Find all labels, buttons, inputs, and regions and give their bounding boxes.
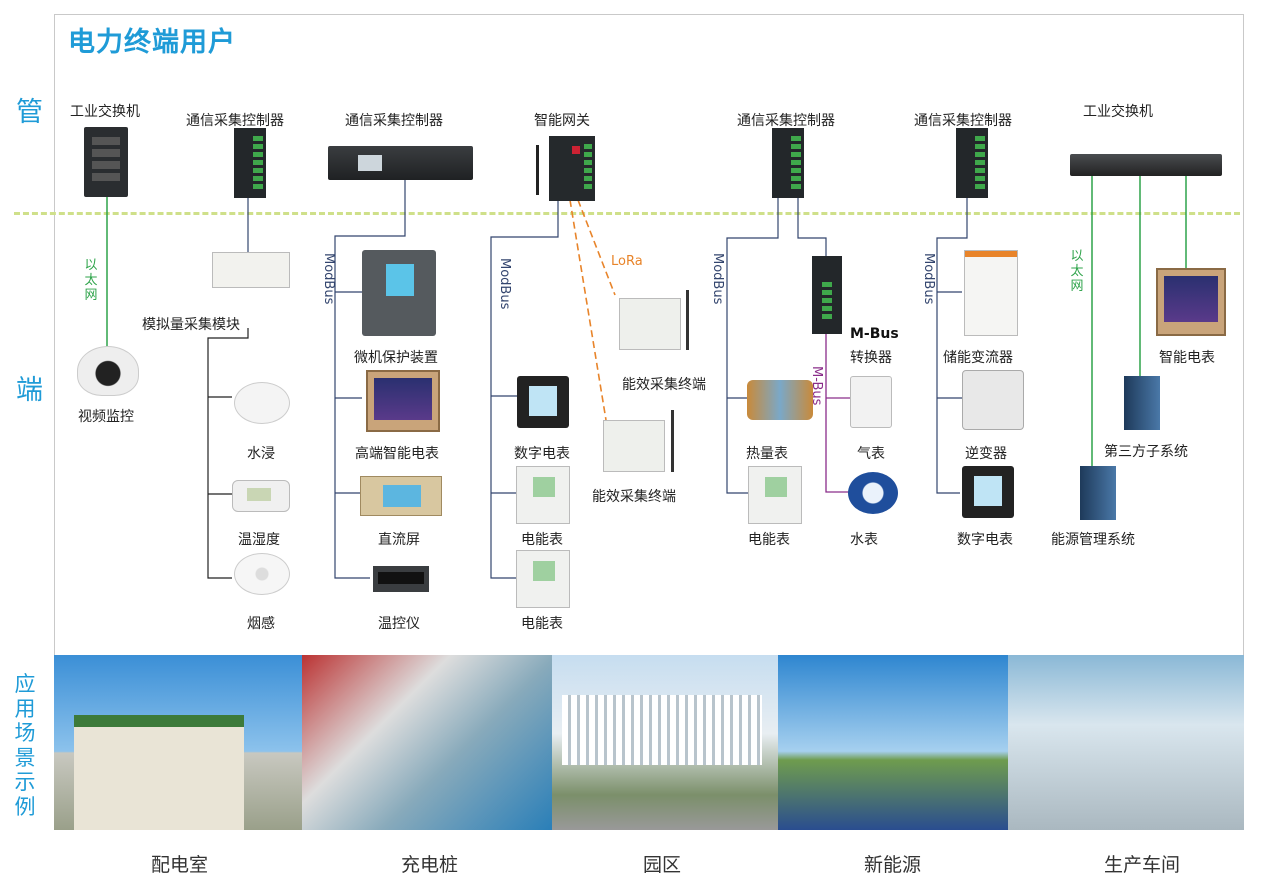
section-scenarios-label: 应 用 场 景 示 例 — [12, 672, 38, 819]
antenna-icon — [536, 145, 539, 195]
scene-distribution-room-image — [54, 655, 302, 830]
antenna-icon — [671, 410, 674, 472]
smoke-label: 烟感 — [247, 616, 275, 632]
inverter-label: 逆变器 — [965, 446, 1007, 462]
modbus-label-2: ModBus — [497, 258, 512, 310]
water-leak-sensor-icon — [234, 382, 290, 424]
scene-label-workshop: 生产车间 — [1104, 854, 1181, 876]
storage-converter-label: 储能变流器 — [943, 350, 1013, 366]
controller-2-icon — [328, 146, 473, 180]
lora-label: LoRa — [611, 254, 643, 269]
water-meter-icon — [848, 472, 898, 514]
modbus-label-1: ModBus — [321, 253, 336, 305]
energy-meter-3-icon — [748, 466, 802, 524]
third-party-label: 第三方子系统 — [1104, 444, 1188, 460]
industrial-switch-left-icon — [84, 127, 128, 197]
analog-module-label: 模拟量采集模块 — [142, 317, 240, 333]
smart-meter-label: 智能电表 — [1159, 350, 1215, 366]
page-title: 电力终端用户 — [68, 27, 236, 58]
scene-charging-pile-image — [302, 655, 552, 830]
dc-screen-label: 直流屏 — [378, 532, 420, 548]
controller-4-label: 通信采集控制器 — [914, 113, 1012, 129]
inverter-icon — [962, 370, 1024, 430]
industrial-switch-right-icon — [1070, 154, 1222, 176]
water-leak-label: 水浸 — [247, 446, 275, 462]
analog-module-icon — [212, 252, 290, 288]
ethernet-label-right: 以太网 — [1070, 249, 1084, 294]
controller-1-label: 通信采集控制器 — [186, 113, 284, 129]
mbus-converter-label-1: M-Bus — [850, 326, 899, 342]
energy-meter-2-icon — [516, 550, 570, 608]
heat-meter-icon — [747, 380, 813, 420]
digital-meter-2-label: 数字电表 — [957, 532, 1013, 548]
energy-terminal-2-icon — [603, 420, 665, 472]
scenario-char: 场 — [14, 721, 36, 745]
ethernet-label-left: 以太网 — [84, 258, 98, 303]
relay-protection-label: 微机保护装置 — [354, 350, 438, 366]
scene-park-image — [552, 655, 778, 830]
temp-controller-label: 温控仪 — [378, 616, 420, 632]
scene-label-distribution-room: 配电室 — [151, 854, 209, 876]
layer-divider — [14, 212, 1240, 215]
scene-workshop-image — [1008, 655, 1244, 830]
modbus-label-4: ModBus — [921, 253, 936, 305]
energy-terminal-1-icon — [619, 298, 681, 350]
controller-3-label: 通信采集控制器 — [737, 113, 835, 129]
server-icon — [1080, 466, 1116, 520]
high-end-meter-icon — [366, 370, 440, 432]
section-management-label: 管 — [16, 97, 43, 128]
scenario-char: 应 — [14, 672, 36, 696]
mbus-converter-icon — [812, 256, 842, 334]
scenario-char: 景 — [14, 745, 36, 770]
digital-meter-1-icon — [517, 376, 569, 428]
relay-protection-icon — [362, 250, 436, 336]
smoke-sensor-icon — [234, 553, 290, 595]
storage-converter-icon — [964, 250, 1018, 336]
industrial-switch-right-label: 工业交换机 — [1083, 104, 1153, 120]
gas-meter-icon — [850, 376, 892, 428]
controller-3-icon — [772, 128, 804, 198]
smart-gateway-label: 智能网关 — [534, 113, 590, 129]
smart-gateway-icon — [549, 136, 595, 201]
camera-icon — [77, 346, 139, 396]
smart-meter-icon — [1156, 268, 1226, 336]
temp-humidity-sensor-icon — [232, 480, 290, 512]
section-terminal-label: 端 — [16, 375, 43, 406]
temp-controller-icon — [373, 566, 429, 592]
antenna-icon — [686, 290, 689, 350]
scene-label-park: 园区 — [643, 854, 682, 876]
industrial-switch-left-label: 工业交换机 — [70, 104, 140, 120]
modbus-label-3: ModBus — [710, 253, 725, 305]
energy-terminal-1-label: 能效采集终端 — [622, 377, 706, 393]
heat-meter-label: 热量表 — [746, 446, 788, 462]
dc-screen-icon — [360, 476, 442, 516]
water-meter-label: 水表 — [850, 532, 878, 548]
energy-meter-1-icon — [516, 466, 570, 524]
gas-meter-label: 气表 — [857, 446, 885, 462]
controller-4-icon — [956, 128, 988, 198]
scene-label-charging-pile: 充电桩 — [401, 854, 459, 876]
scenario-char: 示 — [14, 770, 36, 794]
scenario-char: 用 — [14, 696, 36, 721]
scenario-char: 例 — [14, 794, 36, 819]
high-end-meter-label: 高端智能电表 — [355, 446, 439, 462]
video-label: 视频监控 — [78, 409, 134, 425]
scene-label-new-energy: 新能源 — [864, 854, 922, 876]
mbus-converter-label-2: 转换器 — [850, 350, 892, 366]
temp-humidity-label: 温湿度 — [238, 532, 280, 548]
digital-meter-1-label: 数字电表 — [514, 446, 570, 462]
controller-1-icon — [234, 128, 266, 198]
energy-terminal-2-label: 能效采集终端 — [592, 489, 676, 505]
energy-meter-3-label: 电能表 — [748, 532, 790, 548]
controller-2-label: 通信采集控制器 — [345, 113, 443, 129]
energy-meter-1-label: 电能表 — [521, 532, 563, 548]
digital-meter-2-icon — [962, 466, 1014, 518]
ems-label: 能源管理系统 — [1051, 532, 1135, 548]
energy-meter-2-label: 电能表 — [521, 616, 563, 632]
server-icon — [1124, 376, 1160, 430]
scene-new-energy-image — [778, 655, 1008, 830]
